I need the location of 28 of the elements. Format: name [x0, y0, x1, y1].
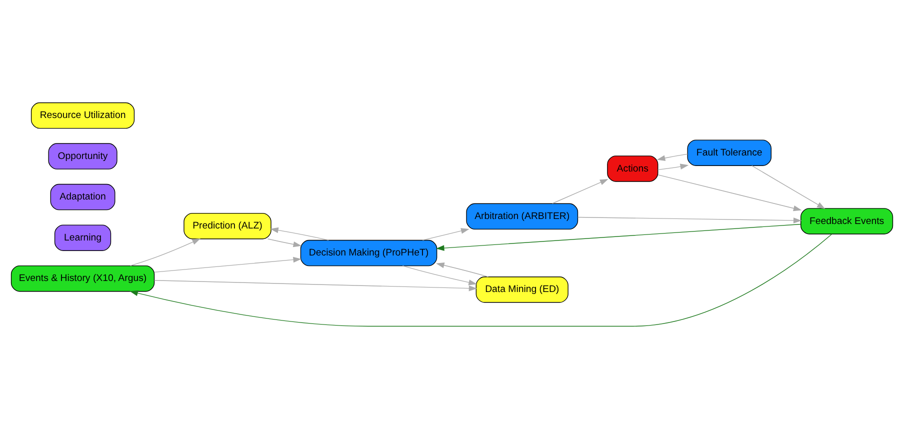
node-box: Opportunity	[48, 143, 118, 170]
arrow	[577, 216, 802, 224]
arrow	[154, 280, 478, 292]
node-box: Events & History (X10, Argus)	[10, 265, 155, 292]
arrow	[656, 154, 688, 161]
arrow	[436, 262, 489, 278]
node-box: Data Mining (ED)	[476, 276, 568, 303]
arrow	[267, 238, 302, 248]
node-box: Learning	[54, 224, 112, 251]
arrow	[402, 265, 477, 286]
arrow	[130, 234, 832, 327]
arrow	[422, 228, 470, 241]
node-box: Decision Making (ProPHeT)	[300, 240, 438, 266]
arrow	[436, 224, 801, 251]
arrow	[154, 256, 302, 273]
arrow	[658, 164, 689, 170]
arrow	[552, 179, 608, 204]
arrow	[130, 238, 201, 266]
node-box: Feedback Events	[800, 208, 894, 234]
arrow	[658, 174, 802, 212]
arrow	[270, 227, 329, 241]
arrow	[752, 165, 826, 209]
node-box: Adaptation	[50, 184, 116, 210]
node-box: Prediction (ALZ)	[184, 212, 272, 240]
node-box: Fault Tolerance	[687, 140, 772, 166]
node-box: Actions	[607, 156, 658, 182]
node-box: Resource Utilization	[30, 102, 135, 129]
node-box: Arbitration (ARBITER)	[466, 203, 578, 230]
